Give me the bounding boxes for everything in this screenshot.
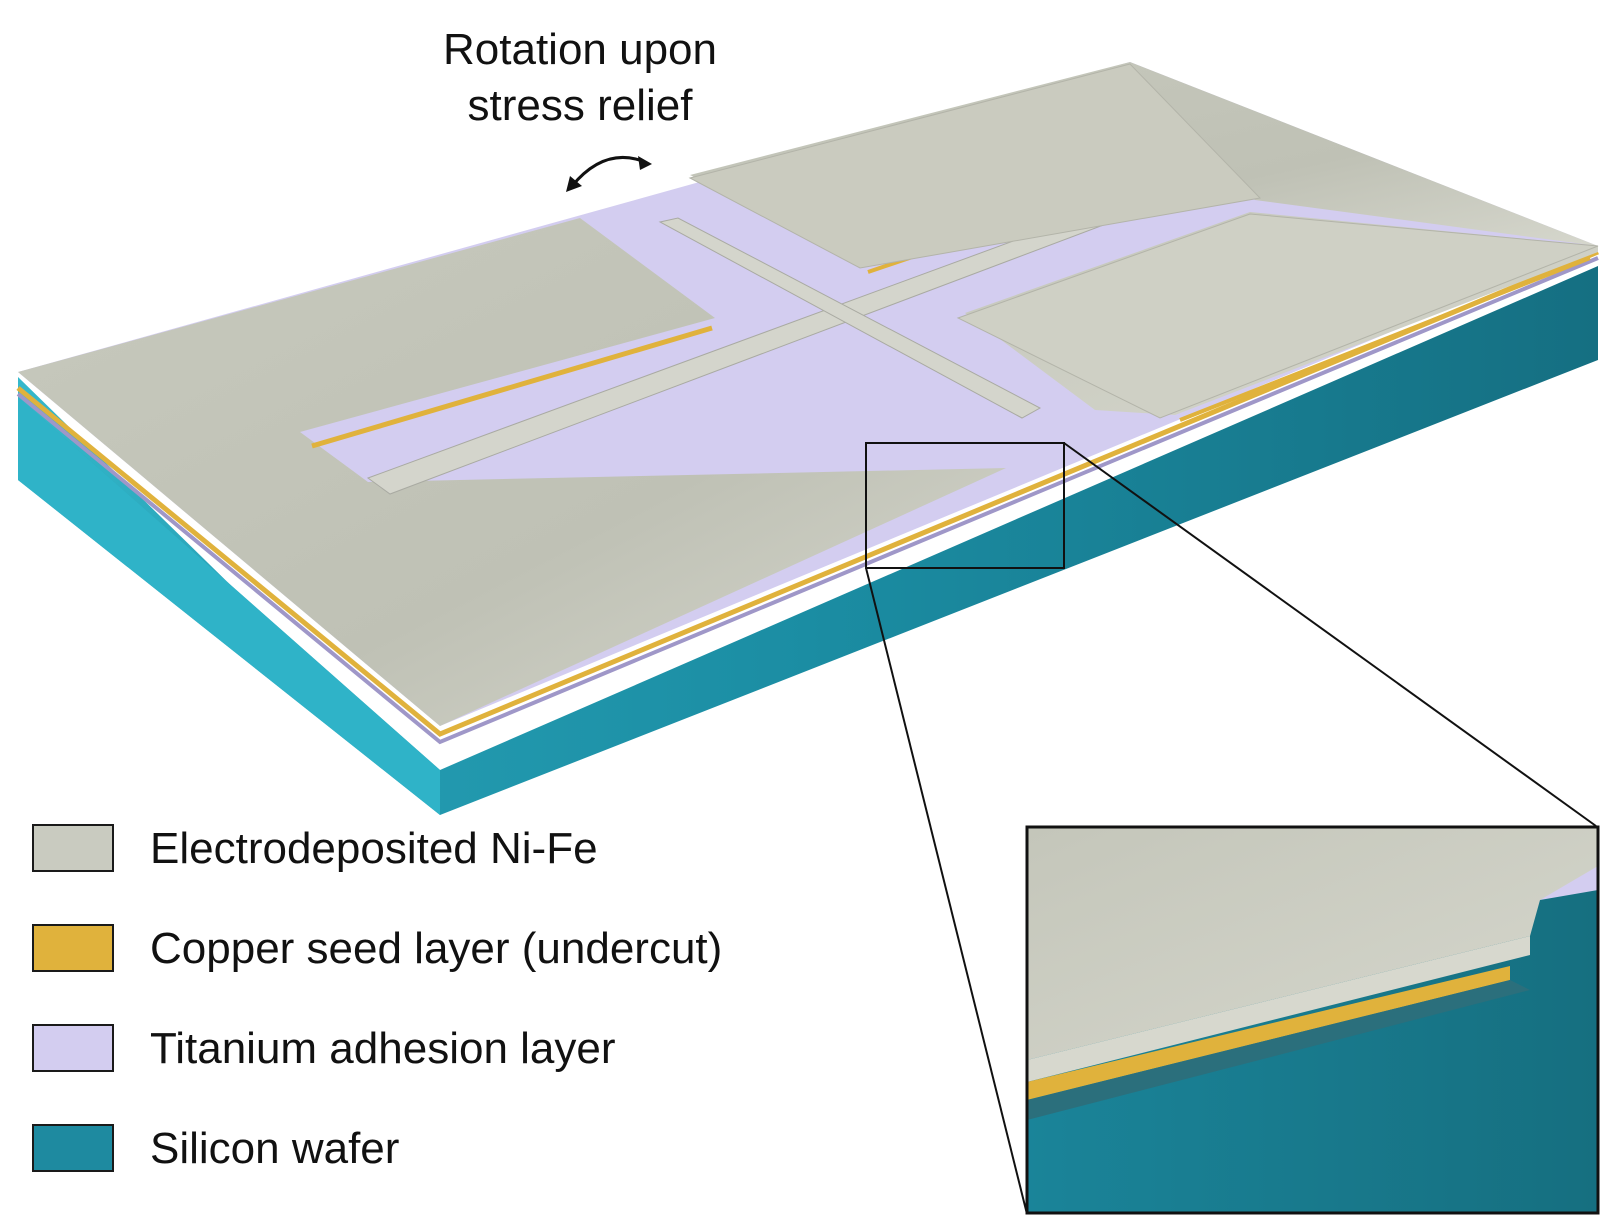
nife-plate-left [18, 218, 1006, 726]
legend-swatch-titanium [32, 1024, 114, 1072]
copper-layer-edge [16, 249, 1599, 737]
legend-label-nife: Electrodeposited Ni-Fe [150, 824, 598, 873]
rotation-arrow-icon [570, 155, 646, 187]
legend-label-copper: Copper seed layer (undercut) [150, 924, 723, 973]
zoom-source-box [865, 442, 1065, 569]
zoom-leader-bottom [865, 567, 1028, 1215]
legend-label-silicon: Silicon wafer [150, 1124, 400, 1173]
annotation-line-2: stress relief [467, 81, 693, 130]
legend-label-titanium: Titanium adhesion layer [150, 1024, 616, 1073]
nife-pad-lower-right [956, 213, 1599, 419]
legend-swatch-copper [32, 924, 114, 972]
legend-swatch-silicon [32, 1124, 114, 1172]
suspended-cross-beams [366, 167, 1230, 495]
legend-item-nife: Electrodeposited Ni-Fe [32, 824, 852, 880]
zoom-leader-top [1063, 442, 1597, 827]
legend-item-silicon: Silicon wafer [32, 1124, 852, 1180]
inset-magnified-view [1027, 827, 1598, 1213]
legend-item-copper: Copper seed layer (undercut) [32, 924, 852, 980]
legend-item-titanium: Titanium adhesion layer [32, 1024, 852, 1080]
copper-undercut-right [1179, 256, 1591, 422]
rotation-annotation: Rotation upon stress relief [380, 22, 780, 134]
titanium-layer-edge [16, 256, 1599, 745]
inset-frame [1025, 825, 1600, 1215]
copper-undercut-left [311, 325, 713, 449]
silicon-wafer [18, 266, 1598, 815]
legend-swatch-nife [32, 824, 114, 872]
beam-diagonal-short [658, 217, 1042, 419]
nife-pad-upper [688, 63, 1262, 269]
annotation-line-1: Rotation upon [443, 25, 717, 74]
